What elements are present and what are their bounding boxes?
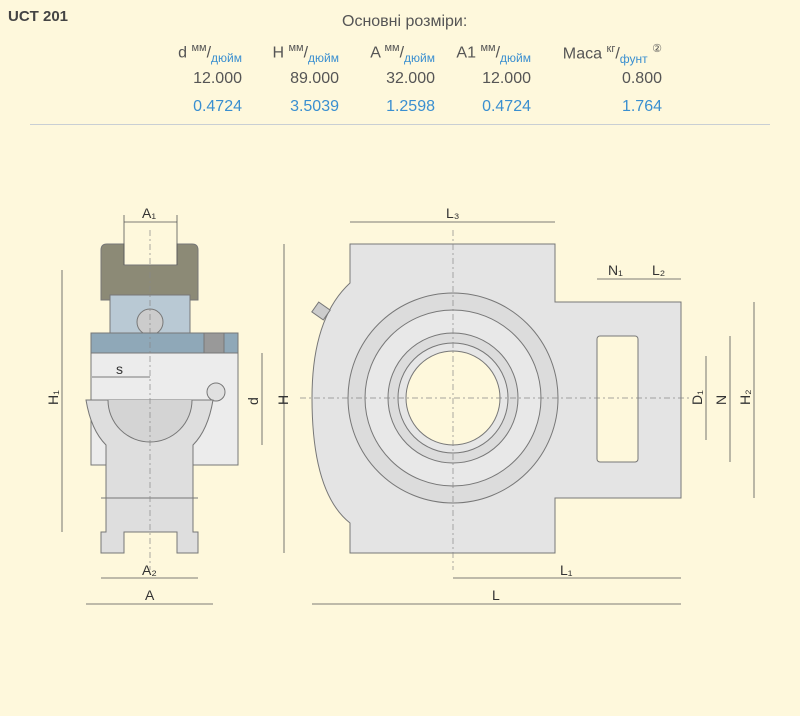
bolt-slot (596, 335, 639, 463)
note-icon[interactable]: ② (652, 43, 662, 55)
label-a1: A₁ (142, 205, 156, 221)
label-a: A (145, 587, 155, 603)
column-header-a: A мм/дюйм (370, 42, 435, 66)
housing-foot (85, 399, 214, 554)
label-s: s (116, 361, 123, 377)
label-l: L (492, 587, 500, 603)
label-n: N (713, 395, 729, 405)
column-header-h: H мм/дюйм (272, 42, 339, 66)
value-h-inch: 3.5039 (290, 98, 339, 115)
column-header-mass: Маса кг/фунт ② (562, 43, 662, 67)
grease-nipple (311, 301, 331, 321)
label-h2: H₂ (737, 389, 753, 405)
label-d1: D₁ (689, 390, 705, 405)
label-h1: H₁ (45, 390, 61, 405)
label-l2: L₂ (652, 262, 665, 278)
value-d-mm: 12.000 (193, 70, 242, 87)
value-d-inch: 0.4724 (193, 98, 242, 115)
label-l3: L₃ (446, 205, 460, 221)
value-mass-lb: 1.764 (621, 98, 662, 115)
value-mass-kg: 0.800 (621, 70, 662, 87)
label-n1: N₁ (608, 262, 623, 278)
housing-top (100, 243, 199, 301)
column-header-a1: A1 мм/дюйм (456, 42, 531, 66)
product-title: UCT 201 (8, 8, 69, 25)
value-a1-mm: 12.000 (482, 70, 531, 87)
label-l1: L₁ (560, 562, 573, 578)
label-d: d (245, 397, 261, 405)
value-h-mm: 89.000 (290, 70, 339, 87)
label-a2: A₂ (142, 562, 157, 578)
set-screw (203, 332, 225, 354)
dimensions-heading: Основні розміри: (342, 13, 468, 30)
value-a-mm: 32.000 (386, 70, 435, 87)
divider (30, 124, 770, 125)
value-a-inch: 1.2598 (386, 98, 435, 115)
column-header-d: d мм/дюйм (178, 42, 242, 66)
value-a1-inch: 0.4724 (482, 98, 531, 115)
label-h: H (275, 395, 291, 405)
